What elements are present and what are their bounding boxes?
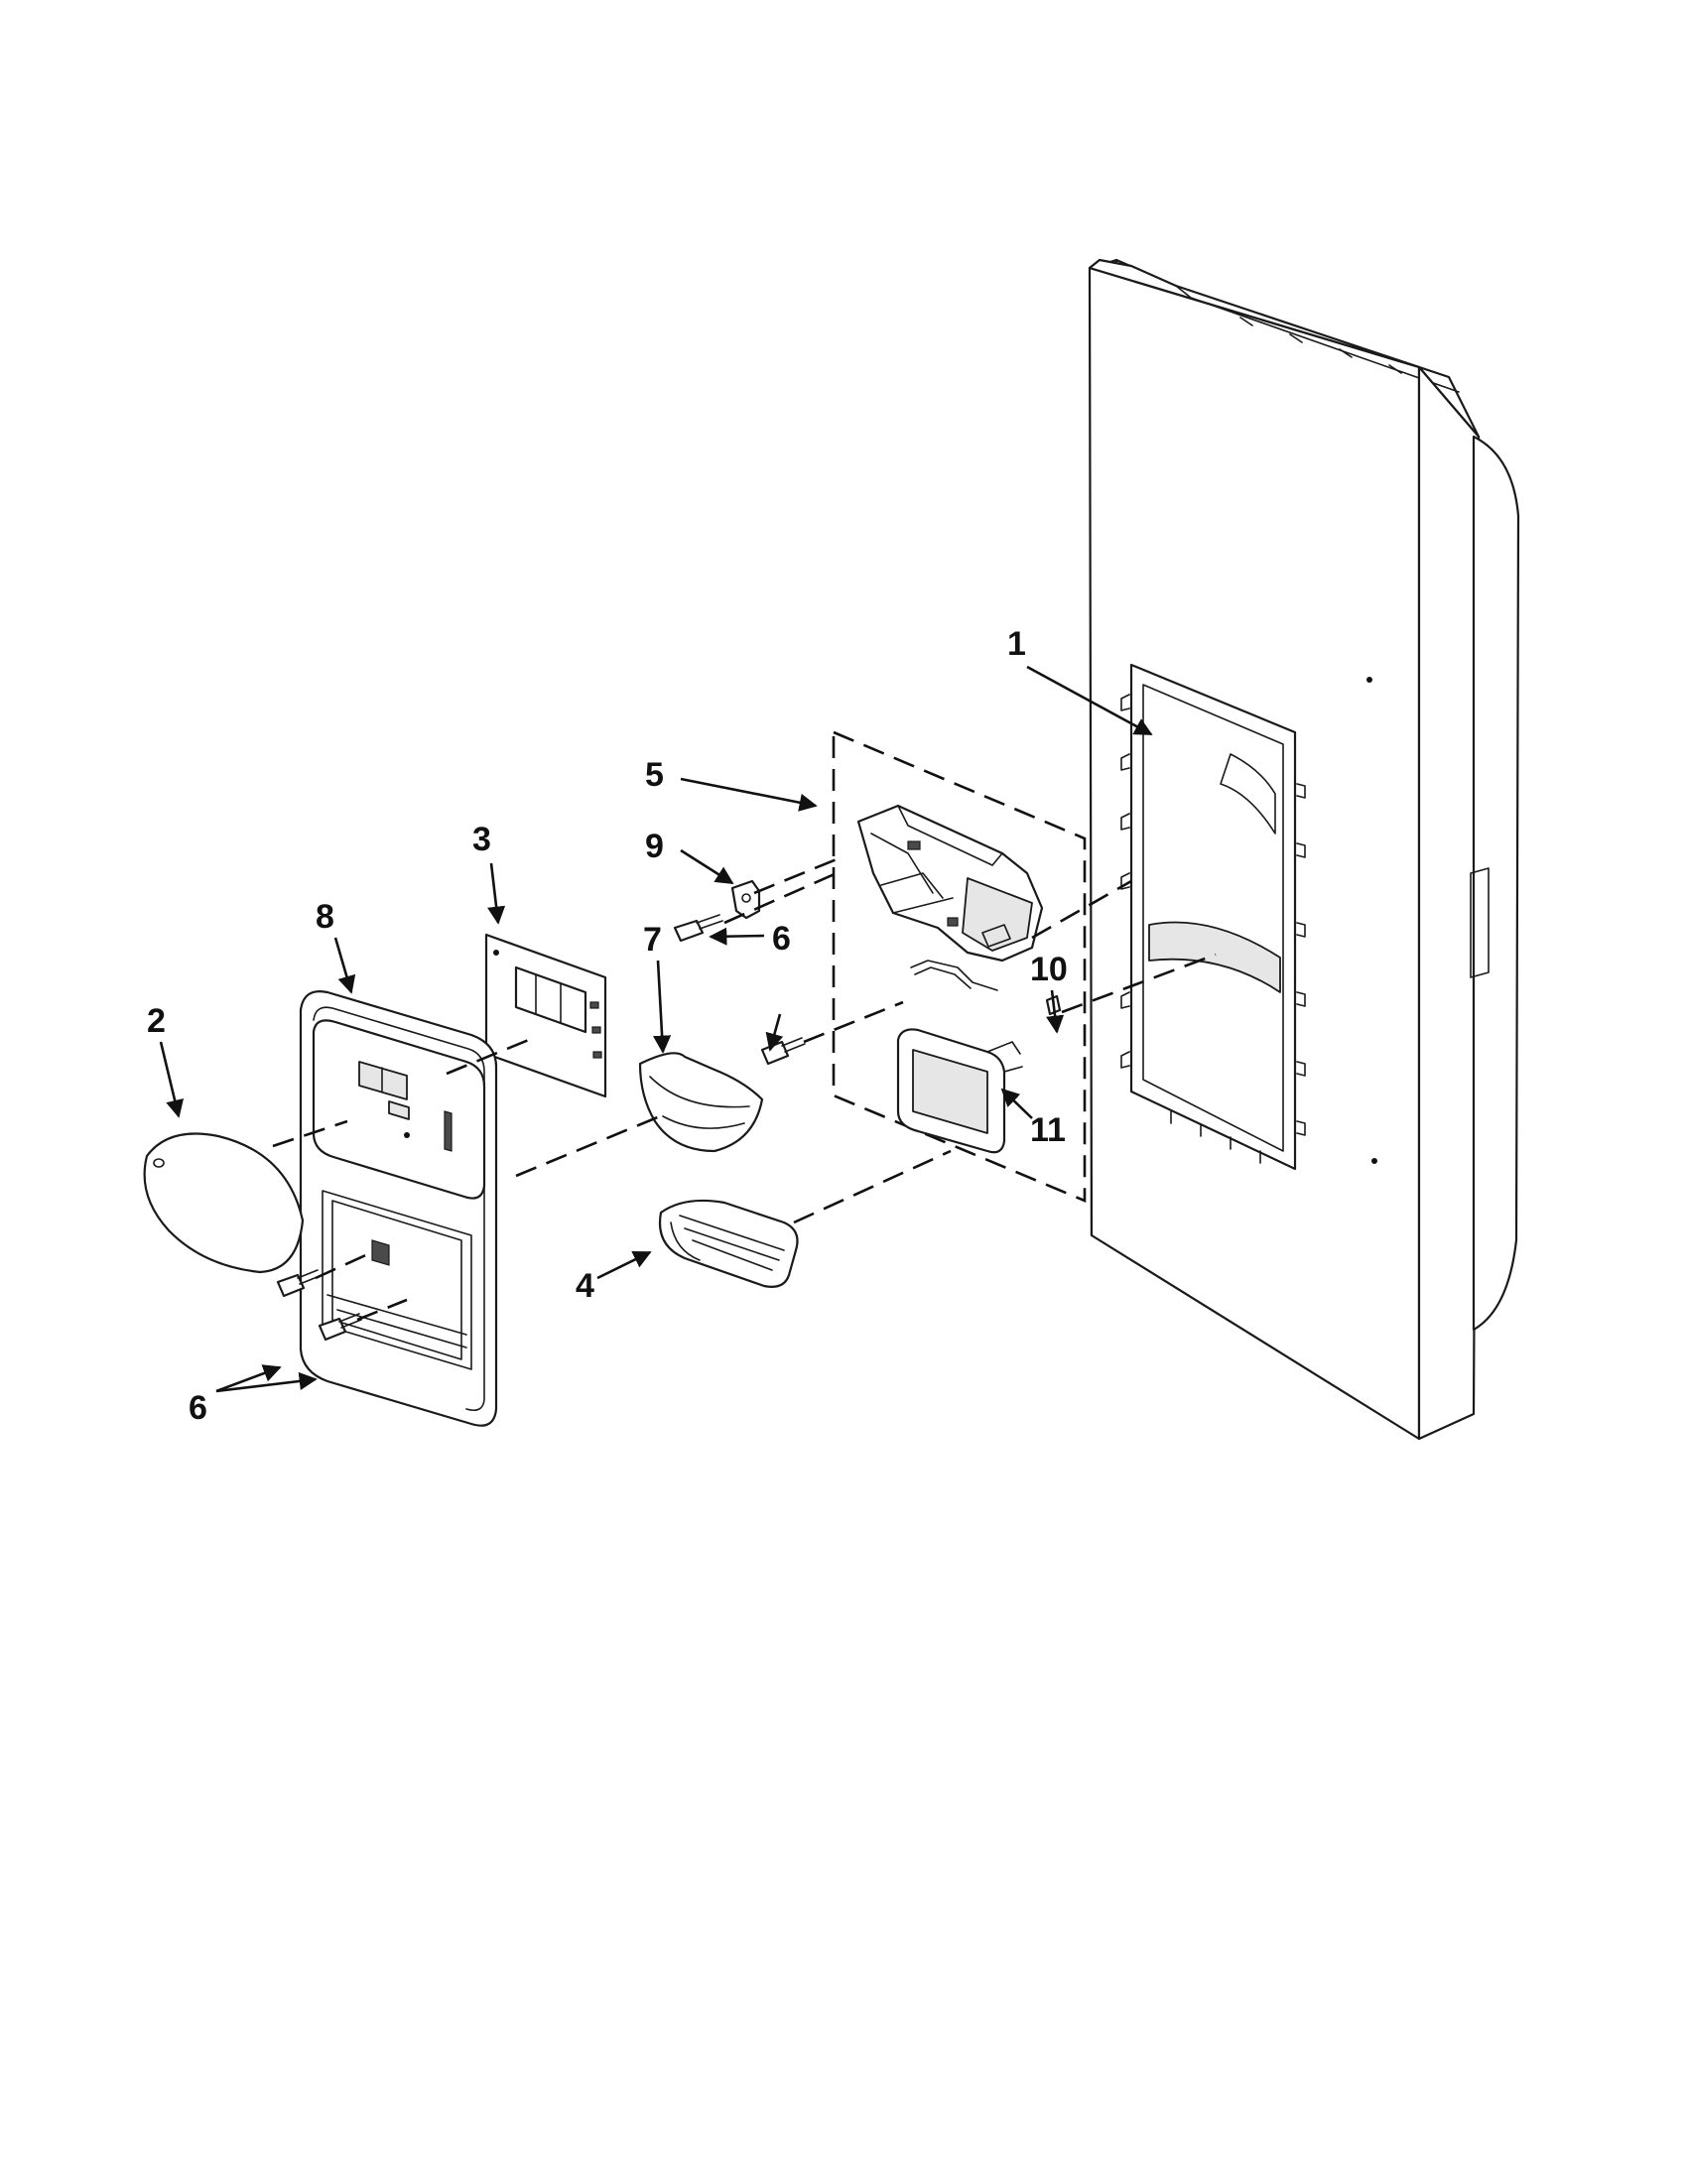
callout-6-middle: 6	[772, 920, 791, 958]
screw-part-6-upper	[673, 914, 723, 943]
actuator-housing-part-5	[856, 804, 1044, 963]
assembly-group-box-5	[832, 730, 1087, 1203]
control-board-part-3	[484, 933, 607, 1098]
callout-3: 3	[472, 821, 491, 858]
callout-labels: 1 2 3 4 5 6 6 7 8 9 10 11	[147, 625, 1068, 1427]
callout-7: 7	[643, 921, 662, 959]
leader-arrows	[159, 665, 1153, 1393]
callout-9: 9	[645, 828, 664, 865]
callout-10: 10	[1030, 951, 1068, 988]
screw-part-6-lower-b	[318, 1313, 362, 1342]
callout-1: 1	[1007, 625, 1026, 663]
drip-tray-part-4	[658, 1199, 799, 1288]
callout-6-lower: 6	[189, 1389, 207, 1427]
screw-part-6-middle	[760, 1037, 806, 1066]
paddle-part-11	[896, 1028, 1023, 1154]
clip-part-9	[730, 879, 761, 920]
dispenser-facia-part-8	[299, 990, 498, 1427]
callout-5: 5	[645, 756, 664, 794]
chute-trim-part-7	[638, 1052, 764, 1153]
alignment-lines	[272, 857, 1217, 1322]
callout-4: 4	[576, 1267, 594, 1305]
callout-8: 8	[316, 898, 334, 936]
emblem-part-2	[143, 1132, 305, 1274]
callout-2: 2	[147, 1002, 166, 1040]
screw-part-6-lower-a	[276, 1269, 321, 1298]
door-part-1	[1088, 258, 1520, 1441]
callout-11: 11	[1030, 1111, 1066, 1149]
